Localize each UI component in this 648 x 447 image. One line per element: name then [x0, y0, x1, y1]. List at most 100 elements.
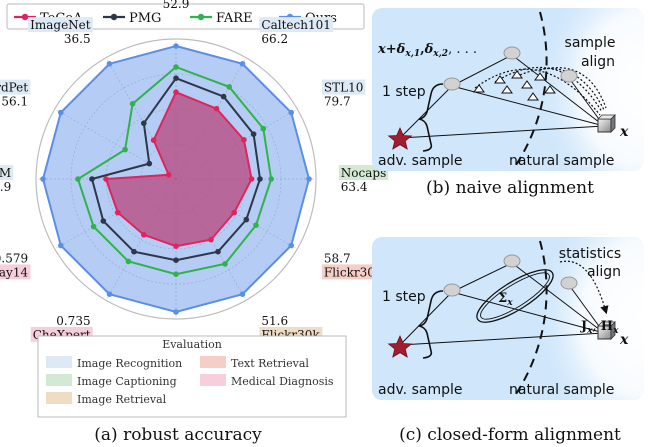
axis-label-bg-1 — [259, 17, 333, 33]
panel-b-step-label: 1 step — [382, 84, 426, 100]
radar-point-fare-10 — [122, 146, 128, 153]
legend-marker-tecoa — [21, 13, 29, 21]
radar-point-pmg-3 — [257, 176, 263, 182]
axis-value-7: 0.735 — [56, 314, 90, 328]
panel-b-triangles — [473, 70, 556, 101]
axis-value-5: 51.6 — [261, 314, 288, 328]
eval-label-text: Text Retrieval — [231, 357, 309, 370]
radar-point-tecoa-2 — [241, 137, 247, 143]
radar-point-pmg-11 — [141, 120, 147, 126]
legend-label-fare: FARE — [216, 11, 253, 26]
radar-spoke-11 — [105, 57, 177, 180]
radar-point-ours-5 — [239, 291, 246, 298]
evaluation-legend-frame — [37, 335, 347, 418]
radar-point-pmg-10 — [146, 160, 153, 167]
panel-c-align-line2: align — [587, 264, 621, 280]
radar-point-ours-3 — [306, 176, 312, 182]
panel-b-brace — [418, 83, 444, 152]
caption-c: (c) closed-form alignment — [399, 425, 621, 445]
eval-label-captioning: Image Captioning — [77, 375, 177, 388]
radar-point-fare-0 — [173, 64, 179, 70]
radar-chart: Caltech25652.9Caltech10166.2STL1079.7Noc… — [0, 0, 389, 371]
radar-point-pmg-5 — [215, 248, 221, 255]
radar-point-tecoa-10 — [165, 172, 172, 178]
radar-point-tecoa-11 — [150, 137, 157, 143]
eval-label-recognition: Image Recognition — [77, 357, 182, 370]
axis-label-bg-2 — [321, 79, 366, 95]
radar-point-tecoa-1 — [213, 105, 220, 112]
caption-b: (b) naive alignment — [426, 178, 594, 198]
radar-point-tecoa-3 — [248, 176, 255, 182]
axis-label-bg-4 — [321, 264, 385, 280]
panel-c-ellipses — [443, 254, 578, 297]
radar-point-pmg-1 — [220, 93, 227, 100]
radar-point-pmg-4 — [243, 216, 250, 223]
radar-point-ours-9 — [40, 176, 46, 182]
radar-point-pmg-9 — [89, 176, 95, 182]
panel-b-lines — [399, 54, 605, 139]
panel-c-adv-star — [387, 335, 413, 358]
axis-label-11: ImageNet — [30, 18, 91, 32]
caption-a: (a) robust accuracy — [94, 425, 262, 445]
radar-point-ours-4 — [288, 242, 295, 249]
panel-b-align-line1: sample — [565, 35, 616, 51]
radar-point-fare-9 — [75, 176, 81, 182]
radar-point-fare-6 — [173, 271, 179, 278]
radar-point-tecoa-5 — [208, 236, 214, 243]
axis-value-11: 36.5 — [64, 32, 91, 46]
axis-value-1: 66.2 — [261, 32, 288, 46]
axis-label-bg-11 — [28, 17, 93, 33]
panel-b-ellipses — [443, 46, 578, 91]
eval-label-image: Image Retrieval — [77, 393, 167, 406]
radar-point-ours-8 — [58, 242, 64, 249]
radar-point-fare-8 — [90, 223, 97, 230]
radar-point-tecoa-4 — [231, 209, 237, 216]
axis-label-4: Flickr30k — [324, 265, 383, 279]
axis-label-8: ChestXray14 — [0, 265, 28, 279]
radar-point-ours-0 — [173, 43, 179, 49]
radar-point-pmg-8 — [100, 218, 107, 224]
radar-point-ours-6 — [173, 309, 179, 315]
legend-label-pmg: PMG — [129, 11, 161, 26]
radar-point-fare-5 — [222, 261, 228, 267]
panel-b-align-line2: align — [581, 54, 615, 70]
panel-b-boundary — [513, 11, 548, 169]
axis-value-4: 58.7 — [324, 251, 351, 265]
radar-point-pmg-0 — [173, 75, 179, 81]
radar-point-fare-7 — [125, 258, 132, 265]
radar-point-ours-10 — [58, 109, 64, 116]
panel-c-natural-region — [512, 237, 644, 400]
panel-closed-form-alignment: 1 step adv. sample natural sample statis… — [372, 237, 644, 400]
axis-value-3: 63.4 — [341, 180, 368, 194]
radar-point-pmg-2 — [250, 131, 257, 137]
axis-label-10: OxfordPet — [0, 81, 28, 95]
radar-point-tecoa-0 — [173, 89, 179, 95]
axis-label-bg-10 — [0, 79, 31, 95]
eval-swatch-text — [200, 356, 226, 368]
axis-value-2: 79.7 — [324, 95, 351, 109]
eval-swatch-recognition — [46, 356, 72, 368]
radar-point-fare-1 — [226, 84, 232, 90]
axis-value-0: 52.9 — [163, 0, 190, 11]
panel-c-align-line1: statistics — [559, 246, 621, 262]
panel-b-natural-label: natural sample — [509, 153, 614, 169]
panel-c-covariance-ellipse — [476, 269, 554, 323]
axis-label-3: Nocaps — [341, 166, 386, 180]
axis-value-10: 56.1 — [1, 95, 28, 109]
panel-c-jh-label: Jx, Hx — [580, 319, 619, 336]
radar-point-fare-3 — [268, 176, 275, 182]
panel-c-covariance-ellipse-inner — [480, 272, 550, 320]
eval-label-medical: Medical Diagnosis — [231, 375, 334, 388]
panel-b-natural-cube — [597, 114, 616, 133]
radar-point-tecoa-8 — [115, 209, 121, 216]
panel-naive-alignment: x+δx,1,δx,2, . . . 1 step adv. sample na… — [372, 8, 644, 171]
evaluation-legend-title: Evaluation — [162, 338, 222, 351]
radar-point-fare-4 — [253, 222, 259, 228]
eval-swatch-captioning — [46, 374, 72, 386]
axis-label-9: PCAM — [0, 166, 11, 180]
axis-label-2: STL10 — [324, 81, 363, 95]
axis-label-bg-9 — [0, 165, 14, 180]
panel-c-adv-label: adv. sample — [378, 382, 462, 398]
radar-point-fare-11 — [129, 101, 136, 107]
